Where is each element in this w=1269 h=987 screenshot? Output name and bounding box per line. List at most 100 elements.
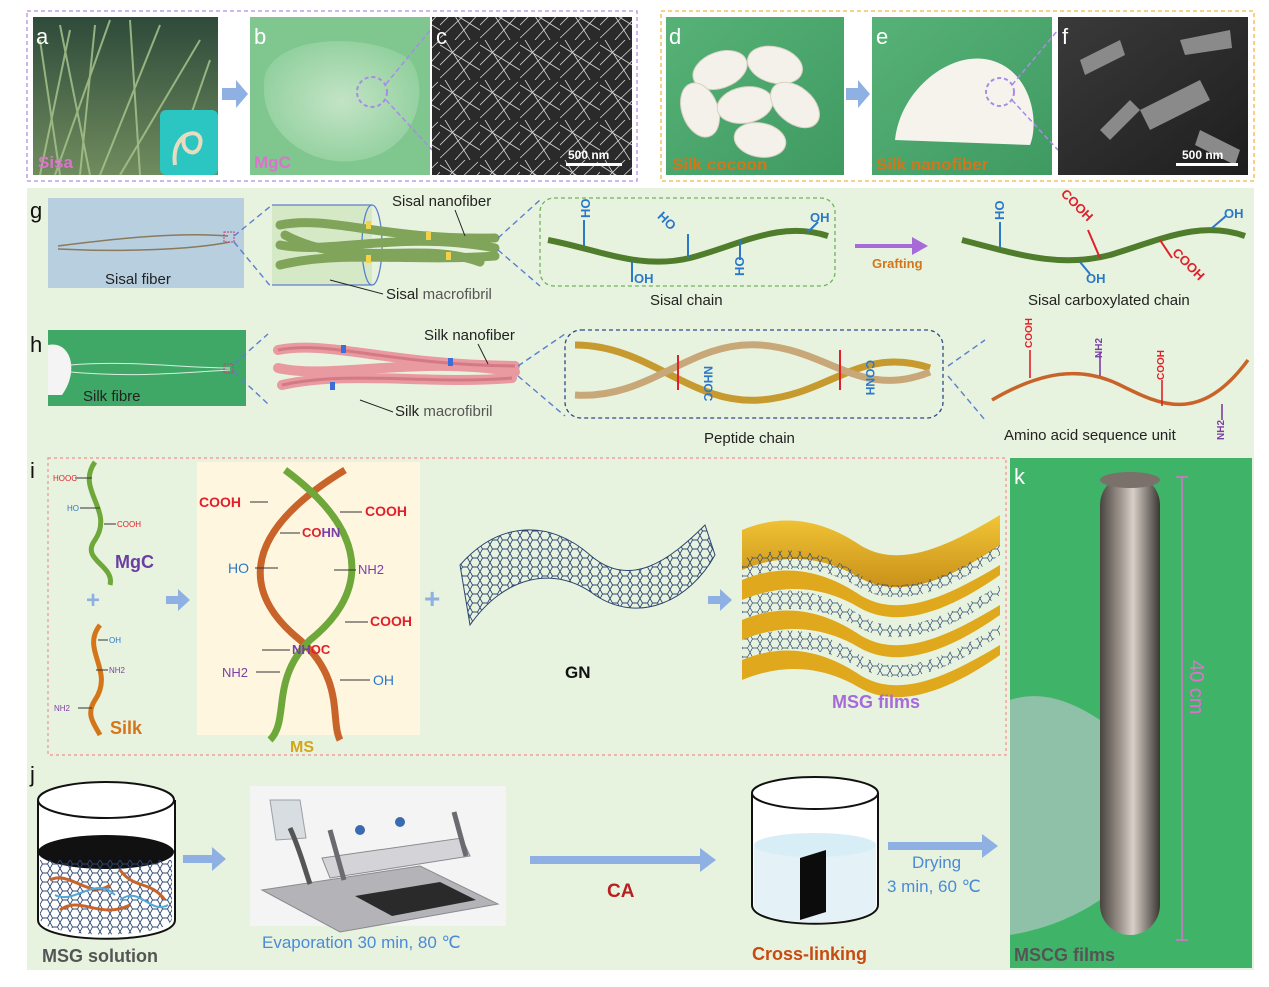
tube-length-label: 40 cm: [1185, 660, 1207, 714]
zoom-lines-h2: [517, 333, 566, 417]
cohn-ms: COHN: [302, 525, 340, 540]
panel-k-letter: k: [1014, 464, 1026, 489]
arrow-j-1: [183, 847, 226, 871]
panel-b-mgc-photo: [250, 17, 430, 175]
cooh-ms-2: COOH: [365, 503, 407, 519]
silk-macrofibril-label: Silk macrofibril: [395, 403, 493, 420]
oh-ms: OH: [373, 672, 394, 688]
zoom-lines-e-f: [1011, 29, 1059, 151]
nh2-ms-1: NH2: [358, 562, 384, 577]
silk-nanofiber-label: Silk nanofiber: [424, 327, 515, 344]
cooh-ms-1: COOH: [199, 494, 241, 510]
arrow-j-2: [530, 848, 716, 872]
arrow-d-to-e: [846, 80, 870, 108]
msg-solution-beaker: [37, 781, 176, 940]
sisal-carboxylated-chain-label: Sisal carboxylated chain: [1028, 292, 1190, 309]
sisal-chain-label: Sisal chain: [650, 292, 723, 309]
plus-sign-1: +: [86, 587, 100, 614]
zoom-lines-h1: [233, 333, 269, 405]
ms-double-helix: [197, 462, 420, 743]
zoom-circle-b: [356, 76, 388, 108]
panel-c-scale-label: 500 nm: [568, 148, 609, 162]
panel-a-sisal-photo: [33, 17, 218, 176]
panel-e-nanofiber-photo: [872, 17, 1052, 175]
zoom-circle-e: [985, 77, 1015, 107]
oh-label-c3: OH: [1224, 206, 1244, 221]
nhoc-label: NHOC: [701, 366, 715, 402]
panel-c-letter: c: [436, 24, 447, 49]
panel-d-cocoon-photo: [666, 17, 844, 175]
sisal-fiber-photo: [48, 198, 244, 288]
oh-label-5: OH: [810, 210, 830, 225]
zoom-lines-g1: [233, 204, 273, 289]
oh-label-c2: OH: [1086, 271, 1106, 286]
panel-e-caption: Silk nanofiber: [876, 155, 989, 174]
nh2-unit-2: NH2: [1216, 420, 1227, 440]
arrow-i-2: [708, 589, 732, 611]
oh-label-1: HO: [578, 199, 593, 219]
panel-abc-frame: [26, 10, 638, 182]
grafting-label: Grafting: [872, 256, 923, 271]
arrow-j-3: [888, 834, 998, 858]
nh2-unit-1: NH2: [1094, 338, 1105, 358]
msg-solution-label: MSG solution: [42, 946, 158, 966]
panel-g-letter: g: [30, 198, 42, 223]
mgc-label: MgC: [115, 552, 154, 572]
amino-acid-unit-diagram: COOH COOH NH2 NH2: [991, 318, 1250, 440]
crosslinking-beaker: [751, 776, 879, 925]
mgc-molecule: [75, 460, 116, 586]
msg-films-stack: [742, 515, 1000, 698]
panel-e-letter: e: [876, 24, 888, 49]
panel-k-tube-photo: [1010, 458, 1252, 968]
msg-films-label: MSG films: [832, 692, 920, 712]
panel-j-letter: j: [29, 762, 35, 787]
panel-a-caption: Sisa: [38, 153, 74, 172]
ca-label: CA: [607, 881, 635, 902]
cooh-unit-1: COOH: [1024, 318, 1035, 348]
panel-i-letter: i: [30, 458, 35, 483]
sisal-nanofiber-label: Sisal nanofiber: [392, 193, 491, 210]
oh-label-4: HO: [732, 257, 747, 277]
silk-label: Silk: [110, 718, 143, 738]
zoom-lines-h3: [947, 339, 986, 421]
con-label: CONH: [863, 360, 877, 395]
nh2-label-silk-1: NH2: [109, 666, 126, 675]
oh-label-silk: OH: [109, 636, 121, 645]
silk-fibre-photo: [48, 330, 246, 406]
nhoc-ms: NHOC: [292, 642, 331, 657]
panel-h-letter: h: [30, 332, 42, 357]
panel-b-letter: b: [254, 24, 266, 49]
cooh-ms-3: COOH: [370, 613, 412, 629]
ho-ms: HO: [228, 560, 249, 576]
cooh-label-mgc: COOH: [117, 520, 141, 529]
nh2-ms-2: NH2: [222, 665, 248, 680]
arrow-i-1: [166, 589, 190, 611]
hooc-label: HOOC: [53, 474, 77, 483]
drying-conditions-label: 3 min, 60 ℃: [887, 877, 981, 896]
panel-b-caption: MgC: [254, 153, 291, 172]
cooh-unit-2: COOH: [1156, 350, 1167, 380]
panel-f-letter: f: [1062, 24, 1069, 49]
zoom-lines-b-c: [385, 27, 433, 151]
sisal-fiber-inset: [160, 110, 218, 175]
panel-f-scale-label: 500 nm: [1182, 148, 1223, 162]
evaporation-label: Evaporation 30 min, 80 ℃: [262, 933, 461, 952]
arrow-a-to-b: [222, 80, 248, 108]
grafting-arrow: [855, 237, 928, 255]
sisal-macrofibril-diagram: [272, 204, 500, 286]
amino-acid-unit-label: Amino acid sequence unit: [1004, 427, 1177, 444]
panel-def-frame: [660, 10, 1255, 182]
oh-label-2: OH: [634, 271, 654, 286]
mscg-films-label: MSCG films: [1014, 945, 1115, 965]
panel-c-sem: [432, 17, 632, 175]
panel-d-caption: Silk cocoon: [672, 155, 767, 174]
silk-macrofibril-diagram: [273, 342, 520, 390]
ms-label: MS: [290, 739, 314, 756]
graphene-sheet: [459, 524, 716, 627]
nh2-label-silk-2: NH2: [54, 704, 71, 713]
ho-label-mgc: HO: [67, 504, 79, 513]
ho-label-c1: HO: [992, 201, 1007, 221]
panel-i-frame: [47, 457, 1007, 756]
